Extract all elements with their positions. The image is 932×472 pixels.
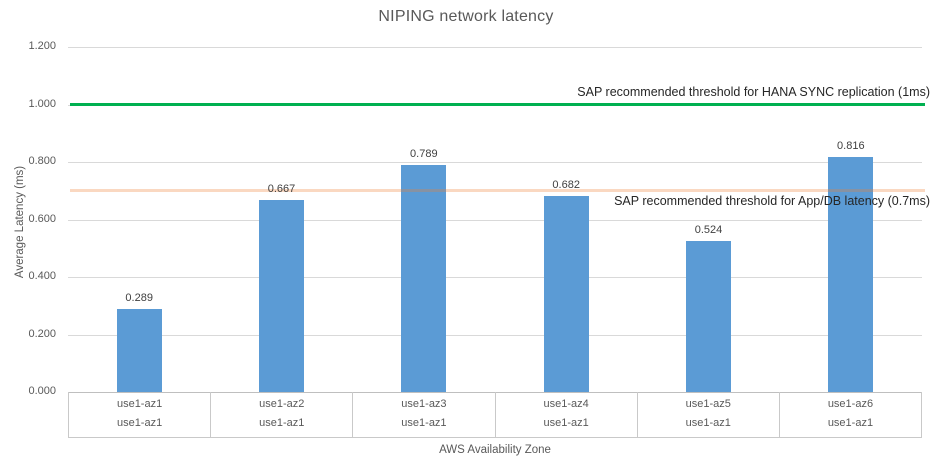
bar-value-label: 0.789 [410, 148, 438, 161]
bar-use1-az4 [543, 195, 589, 392]
category-label-top: use1-az5 [685, 398, 731, 410]
bar-value-label: 0.682 [552, 178, 580, 191]
bar-use1-az6 [828, 157, 874, 392]
category-cell-use1-az3: use1-az3 use1-az1 [352, 392, 494, 437]
bar-value-label: 0.667 [267, 183, 296, 196]
gridline [68, 162, 922, 163]
y-axis-tick-label: 0.600 [28, 212, 56, 225]
y-axis-tick-label: 1.200 [28, 40, 56, 52]
category-cell-use1-az1: use1-az1 use1-az1 [68, 392, 210, 437]
y-axis-tick-label: 0.200 [28, 327, 56, 340]
category-label-top: use1-az1 [116, 398, 163, 410]
category-label-top: use1-az2 [259, 398, 305, 410]
threshold-line-hana-sync [70, 103, 925, 106]
bar-use1-az2 [259, 200, 304, 392]
bar-use1-az3 [401, 165, 447, 392]
threshold-line-app-db [70, 189, 925, 193]
bar-value-label: 0.524 [694, 224, 723, 237]
category-label-bottom: use1-az1 [685, 417, 731, 429]
category-cell-use1-az2: use1-az2 use1-az1 [210, 392, 352, 437]
category-label-bottom: use1-az1 [259, 417, 305, 429]
bar-value-label: 0.289 [125, 291, 153, 304]
bar-value-label: 0.816 [837, 140, 865, 153]
y-axis-tick-label: 0.000 [28, 385, 56, 397]
category-label-bottom: use1-az1 [401, 417, 447, 429]
bar-use1-az5 [686, 241, 731, 392]
bar-use1-az1 [116, 308, 162, 392]
threshold-label-app-db: SAP recommended threshold for App/DB lat… [614, 193, 930, 208]
category-cell-use1-az6: use1-az6 use1-az1 [778, 392, 923, 437]
x-axis-title: AWS Availability Zone [439, 444, 551, 456]
category-cell-use1-az5: use1-az5 use1-az1 [636, 392, 779, 437]
category-label-bottom: use1-az1 [116, 417, 163, 429]
y-axis-tick-label: 0.800 [28, 155, 56, 167]
gridline [68, 219, 922, 221]
category-label-top: use1-az4 [543, 398, 589, 410]
category-label-top: use1-az3 [401, 398, 447, 410]
category-label-top: use1-az6 [827, 398, 874, 410]
gridline [68, 47, 922, 48]
gridline [68, 277, 922, 278]
y-axis-tick-label: 0.400 [28, 270, 56, 282]
gridline [68, 334, 922, 336]
category-cell-use1-az4: use1-az4 use1-az1 [494, 392, 637, 437]
chart-title: NIPING network latency [378, 8, 554, 25]
threshold-label-hana-sync: SAP recommended threshold for HANA SYNC … [577, 84, 930, 99]
category-label-bottom: use1-az1 [827, 417, 874, 429]
category-label-bottom: use1-az1 [543, 417, 589, 429]
y-axis-tick-label: 1.000 [28, 97, 56, 110]
